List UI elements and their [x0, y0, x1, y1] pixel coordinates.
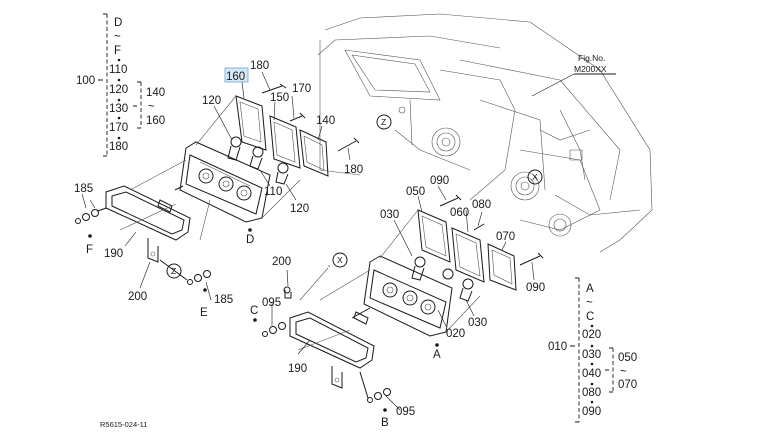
callout-numbers: 160 180 170 150 120 140 180 110 120 185 …: [74, 60, 545, 418]
set-sub-item: 160: [146, 115, 165, 127]
callout-030: 030: [380, 209, 399, 221]
ref-letter-c: C: [250, 305, 258, 317]
set-sub-item: 070: [618, 379, 637, 391]
callout-120: 120: [290, 203, 309, 215]
view-marker-x: X: [532, 172, 538, 182]
figure-number-value: M200XX: [574, 64, 607, 74]
set-sub-item: ~: [620, 366, 627, 378]
reference-dots: [88, 228, 439, 412]
callout-120: 120: [202, 95, 221, 107]
callout-060: 060: [450, 207, 469, 219]
set-item: 170: [109, 122, 128, 134]
callout-170: 170: [292, 83, 311, 95]
leader-lines: [81, 71, 535, 411]
view-marker-z: Z: [381, 117, 386, 127]
reference-letters: D F E C B A Z Z X X: [86, 114, 543, 429]
machine-rear-body: [317, 13, 653, 253]
callout-185: 185: [74, 183, 93, 195]
ref-letter-f: F: [86, 244, 93, 256]
set-item: 110: [109, 64, 127, 76]
callout-140: 140: [316, 115, 335, 127]
set-item: ~: [586, 297, 593, 309]
callout-110: 110: [264, 186, 282, 198]
callout-090: 090: [430, 175, 449, 187]
callout-080: 080: [472, 199, 491, 211]
callout-200: 200: [272, 256, 291, 268]
callout-180: 180: [344, 164, 363, 176]
callout-190: 190: [104, 248, 123, 260]
callout-160: 160: [226, 71, 245, 83]
callout-185: 185: [214, 294, 233, 306]
set-item: 090: [582, 406, 601, 418]
set-item: ~: [114, 31, 121, 43]
set-item: D: [114, 17, 122, 29]
set-item: F: [114, 45, 121, 57]
callout-200: 200: [128, 291, 147, 303]
set-item: C: [586, 311, 594, 323]
ref-letter-a: A: [433, 349, 441, 361]
view-marker-circle: [527, 169, 543, 185]
set-main-number: 100: [76, 75, 95, 87]
set-item: A: [586, 283, 594, 295]
callout-020: 020: [446, 328, 465, 340]
callout-030: 030: [468, 317, 487, 329]
callout-095: 095: [262, 297, 281, 309]
view-marker-circle: [376, 114, 392, 130]
set-item: 040: [582, 368, 601, 380]
callout-150: 150: [270, 92, 289, 104]
view-marker-circle: [332, 252, 348, 268]
callout-095: 095: [396, 406, 415, 418]
figure-number-label: Fig.No.: [578, 53, 605, 63]
ref-letter-e: E: [200, 307, 208, 319]
right-lamp-assembly: [262, 194, 544, 403]
set-item: 180: [109, 141, 128, 153]
callout-190: 190: [288, 363, 307, 375]
set-item: 020: [582, 329, 601, 341]
parts-set-100: 100 D ~ F 110 120 130 170 180 140 ~ 160: [76, 13, 165, 157]
figure-number-block: Fig.No. M200XX: [531, 53, 616, 97]
callout-050: 050: [406, 186, 425, 198]
set-item: 130: [109, 103, 128, 115]
drawing-code: R5615-024-11: [100, 420, 147, 429]
set-item: 080: [582, 387, 601, 399]
callout-070: 070: [496, 231, 515, 243]
set-item: 120: [109, 84, 128, 96]
ref-letter-d: D: [246, 234, 254, 246]
set-main-number: 010: [548, 341, 567, 353]
view-marker-circle: [166, 263, 182, 279]
set-sub-item: ~: [148, 101, 155, 113]
set-sub-item: 050: [618, 352, 637, 364]
ref-letter-b: B: [381, 417, 389, 429]
left-lamp-assembly: [75, 83, 360, 285]
callout-090: 090: [526, 282, 545, 294]
callout-highlight: [224, 67, 249, 83]
view-marker-x: X: [337, 255, 343, 265]
callout-180: 180: [250, 60, 269, 72]
set-item: 030: [582, 349, 601, 361]
view-marker-z: Z: [171, 266, 176, 276]
set-sub-item: 140: [146, 87, 165, 99]
parts-set-010: 010 A ~ C 020 030 040 080 090 050 ~ 070: [548, 277, 637, 423]
